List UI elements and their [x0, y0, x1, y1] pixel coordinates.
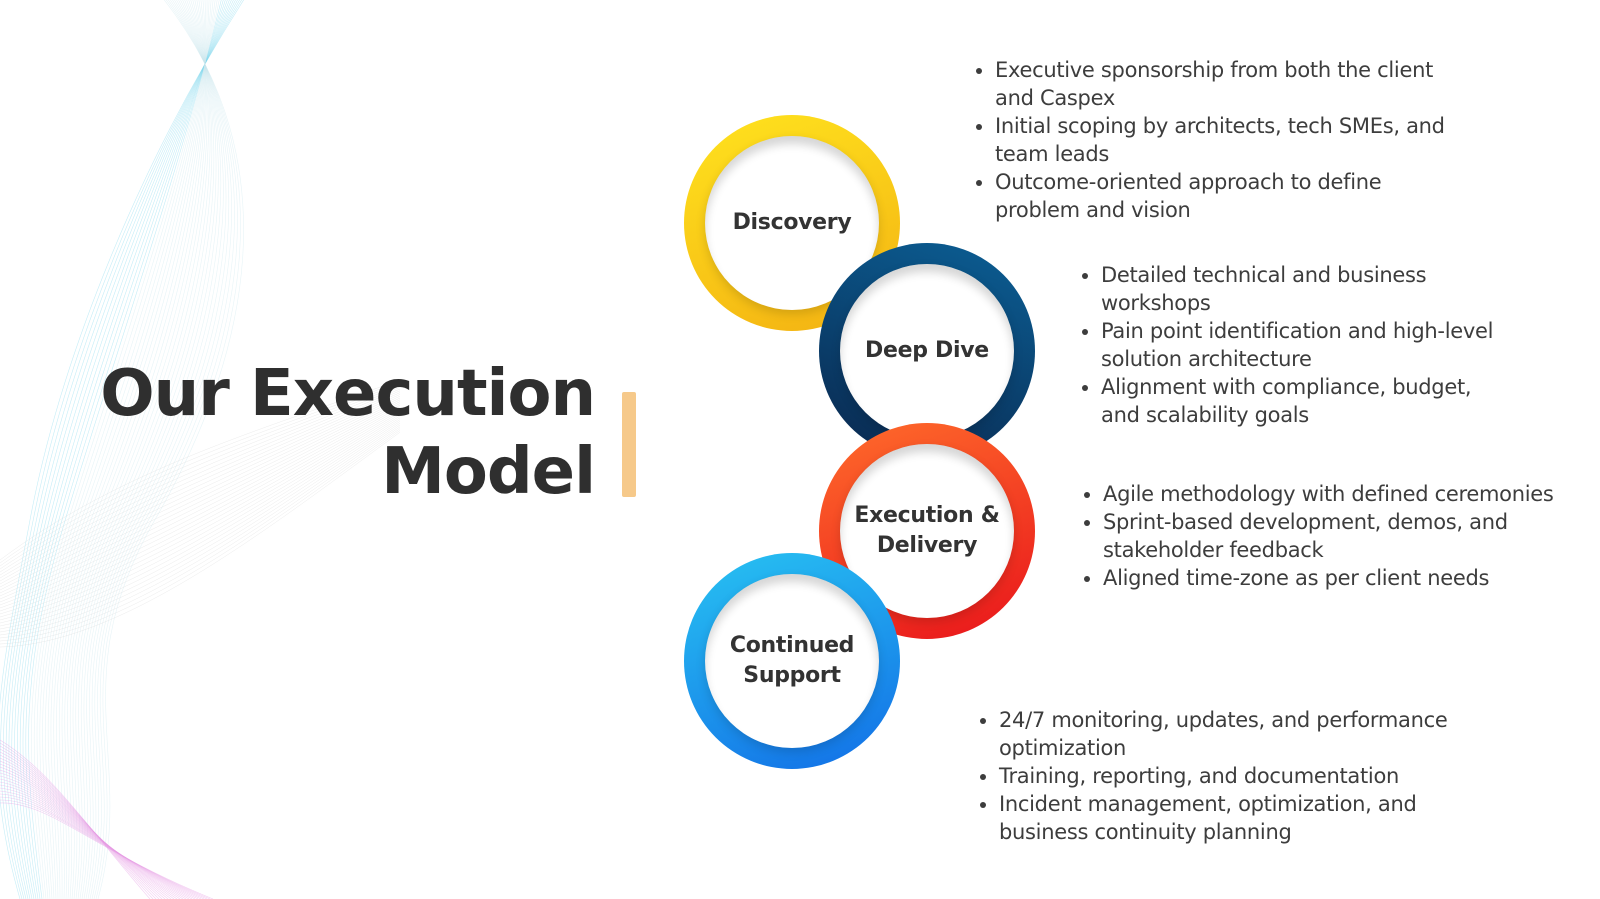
stage-circle-inner: Execution & Delivery: [840, 444, 1014, 618]
stage-label-execution-delivery: Execution & Delivery: [854, 503, 1000, 558]
wave-lines-pink: [0, 739, 214, 899]
stage-circle-continued-support: Continued Support: [684, 553, 900, 769]
stage-label-continued-support: Continued Support: [729, 633, 855, 688]
wave-lines-gray: [0, 379, 401, 648]
bullet-item: Executive sponsorship from both the clie…: [995, 56, 1465, 112]
execution-delivery-bullet-list: Agile methodology with defined ceremonie…: [1075, 480, 1600, 592]
title-line-2: Model: [381, 435, 596, 509]
bullet-item: Outcome-oriented approach to define prob…: [995, 168, 1465, 224]
continued-support-bullet-list: 24/7 monitoring, updates, and performanc…: [971, 706, 1499, 846]
deep-dive-bullet-list: Detailed technical and business workshop…: [1073, 261, 1501, 429]
discovery-bullet-list: Executive sponsorship from both the clie…: [967, 56, 1465, 224]
bullet-item: Initial scoping by architects, tech SMEs…: [995, 112, 1465, 168]
stage-circle-deep-dive: Deep Dive: [819, 243, 1035, 459]
title-accent-bar: [622, 392, 636, 497]
stage-label-deep-dive: Deep Dive: [865, 338, 989, 363]
bullet-item: Sprint-based development, demos, and sta…: [1103, 508, 1600, 564]
bullet-item: Training, reporting, and documentation: [999, 762, 1499, 790]
bullet-item: Detailed technical and business workshop…: [1101, 261, 1501, 317]
stage-circle-inner: Continued Support: [705, 574, 879, 748]
bullet-item: Agile methodology with defined ceremonie…: [1103, 480, 1600, 508]
bullet-item: Alignment with compliance, budget, and s…: [1101, 373, 1501, 429]
bullet-item: Aligned time-zone as per client needs: [1103, 564, 1600, 592]
stage-label-discovery: Discovery: [732, 210, 852, 235]
bullet-item: Incident management, optimization, and b…: [999, 790, 1499, 846]
bullet-item: Pain point identification and high-level…: [1101, 317, 1501, 373]
slide-title: Our Execution Model: [100, 355, 596, 511]
bullet-item: 24/7 monitoring, updates, and performanc…: [999, 706, 1499, 762]
stage-circle-inner: Deep Dive: [840, 264, 1014, 438]
title-line-1: Our Execution: [100, 357, 596, 431]
